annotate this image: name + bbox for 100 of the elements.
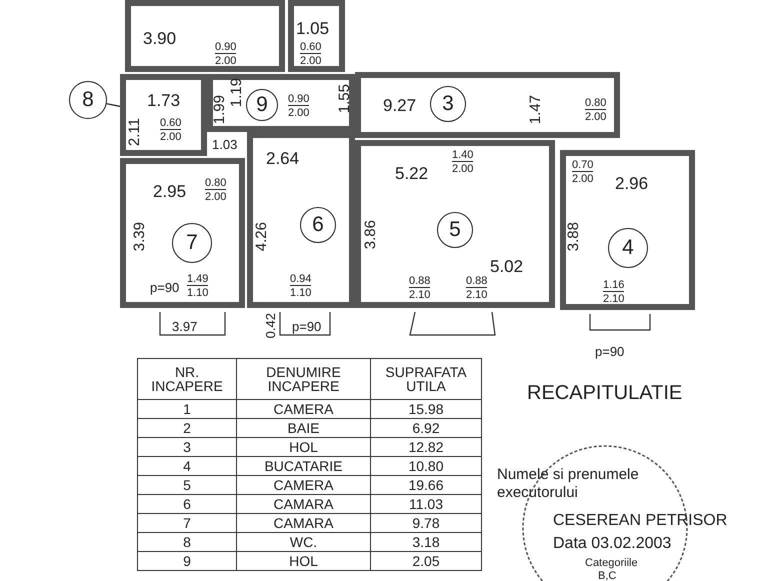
opening-size-label: 1.49	[187, 274, 208, 286]
table-cell: CAMERA	[236, 476, 370, 494]
dimension-label: 3.39	[132, 222, 147, 252]
opening-size-label: 2.00	[585, 112, 606, 123]
table-cell: 5	[138, 476, 236, 494]
opening-size-label: 2.00	[160, 132, 182, 143]
area-value: 1.05	[296, 20, 330, 37]
table-cell: CAMARA	[236, 514, 370, 532]
dimension-label: 2.11	[127, 118, 142, 146]
table-cell: 11.03	[370, 494, 482, 514]
dimension-label: 1.55	[337, 84, 352, 114]
table-cell: CAMARA	[236, 494, 370, 514]
table-cell: 6	[138, 494, 236, 514]
room-number-circle: 6	[300, 207, 336, 243]
area-value: 5.02	[490, 258, 524, 275]
opening-size-label: 2.00	[205, 192, 226, 203]
table-cell: 7	[138, 514, 236, 532]
opening-size-label: 1.10	[187, 288, 208, 299]
area-value: 1.73	[147, 92, 180, 109]
room-outline	[125, 0, 285, 72]
room-outline	[207, 74, 355, 132]
area-value: 2.95	[153, 183, 186, 200]
opening-size-label: 0.80	[585, 98, 606, 110]
table-cell: 9.78	[370, 514, 482, 532]
room-outline	[247, 132, 355, 308]
opening-size-label: 0.60	[160, 118, 182, 130]
opening-size-label: 0.88	[466, 276, 488, 288]
heading: RECAPITULATIE	[527, 383, 682, 403]
room-outline	[120, 74, 207, 156]
table-cell: 8	[138, 532, 236, 552]
table-cell: 10.80	[370, 456, 482, 476]
table-cell: 12.82	[370, 438, 482, 456]
room-number-circle: 7	[172, 223, 212, 263]
table-cell: CAMERA	[236, 400, 370, 418]
opening-size-label: 2.00	[300, 56, 322, 67]
room-number-circle: 8	[69, 81, 107, 119]
opening-size-label: 0.80	[205, 178, 226, 190]
table-cell: 4	[138, 456, 236, 476]
table-cell: BUCATARIE	[236, 456, 370, 476]
table-cell: BAIE	[236, 418, 370, 438]
opening-size-label: 0.88	[409, 276, 430, 288]
opening-size-label: 2.00	[572, 174, 594, 185]
room-number-circle: 3	[430, 86, 466, 122]
room-outline	[120, 158, 245, 308]
opening-size-label: 0.90	[215, 42, 236, 54]
dimension-label: 4.26	[254, 222, 269, 252]
dimension-label: 1.03	[212, 138, 238, 151]
dimension-label: 3.88	[566, 222, 581, 252]
table-cell: 3.18	[370, 532, 482, 552]
header-cell: NR. INCAPERE	[138, 358, 236, 400]
opening-size-label: 0.94	[290, 274, 312, 286]
opening-size-label: 2.00	[288, 108, 310, 119]
dimension-label: 1.19	[229, 78, 244, 108]
stamp-text: Categoriile	[585, 558, 638, 569]
signature-name: CESEREAN PETRISOR	[553, 513, 728, 529]
room-outline	[355, 72, 620, 138]
room-outline	[560, 150, 695, 310]
opening-size-label: 0.70	[572, 160, 594, 172]
sill-height-label: p=90	[595, 345, 624, 358]
date-text: Data 03.02.2003	[553, 536, 672, 552]
sill-height-label: p=90	[292, 320, 322, 333]
opening-size-label: 2.00	[452, 164, 474, 175]
area-value: 2.96	[615, 175, 648, 192]
dimension-label: 3.97	[172, 320, 198, 333]
table-cell: WC.	[236, 532, 370, 552]
table-cell: 3	[138, 438, 236, 456]
opening-size-label: 0.60	[300, 42, 322, 54]
area-value: 3.90	[143, 30, 176, 47]
leader-line	[106, 103, 120, 107]
room-outline	[288, 0, 345, 72]
table-cell: 1	[138, 400, 236, 418]
table-cell: 2	[138, 418, 236, 438]
opening-size-label: 2.10	[466, 290, 488, 301]
sill-height-label: p=90	[150, 281, 180, 294]
table-cell: 19.66	[370, 476, 482, 494]
table-cell: HOL	[236, 552, 370, 570]
table-cell: 15.98	[370, 400, 482, 418]
table-cell: 6.92	[370, 418, 482, 438]
room-number-circle: 5	[437, 212, 473, 248]
opening-size-label: 1.40	[452, 150, 474, 162]
opening-size-label: 2.10	[603, 294, 624, 305]
opening-size-label: 2.00	[215, 56, 236, 67]
opening-size-label: 1.10	[290, 288, 312, 299]
dimension-label: 1.99	[212, 95, 227, 124]
stamp-text: B,C	[598, 571, 616, 581]
table-cell: HOL	[236, 438, 370, 456]
note-text: Numele si prenumele executorului	[497, 466, 640, 502]
opening-size-label: 1.16	[603, 280, 624, 292]
area-value: 9.27	[383, 97, 416, 114]
area-value: 5.22	[395, 165, 428, 182]
room-number-circle: 9	[246, 89, 278, 121]
room-outline	[355, 140, 555, 308]
table-cell: 9	[138, 552, 236, 570]
room-number-circle: 4	[608, 228, 648, 268]
table-cell: 2.05	[370, 552, 482, 570]
dimension-label: 1.47	[528, 95, 543, 124]
area-value: 2.64	[266, 150, 300, 167]
header-cell: SUPRAFATA UTILA	[370, 358, 482, 400]
header-cell: DENUMIRE INCAPERE	[236, 358, 370, 400]
dimension-label: 3.86	[363, 220, 378, 250]
